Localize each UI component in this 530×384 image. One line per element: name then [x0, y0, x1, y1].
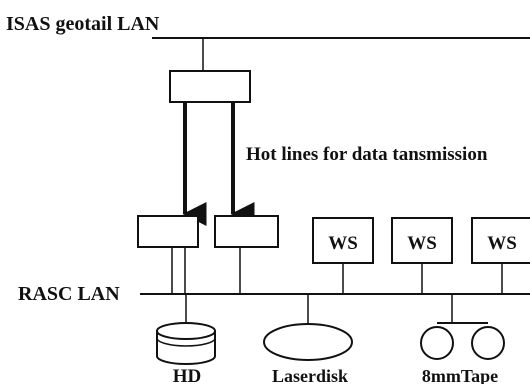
workstation-label: WS — [407, 233, 437, 254]
workstation-label: WS — [487, 233, 517, 254]
gateway-box — [169, 70, 251, 103]
workstation-1: WS — [312, 217, 374, 294]
hd-cylinder-top — [156, 322, 216, 340]
workstation-2: WS — [391, 217, 453, 294]
laserdisk-icon — [263, 323, 353, 361]
rasc-lan-label: RASC LAN — [18, 283, 120, 305]
tape-device: 8mmTape — [420, 294, 505, 384]
isas-geotail-lan-label: ISAS geotail LAN — [6, 13, 160, 35]
tape-label: 8mmTape — [422, 366, 498, 384]
receiver-box-2 — [214, 215, 279, 248]
workstation-3: WS — [471, 217, 530, 294]
hot-lines-label: Hot lines for data tansmission — [246, 144, 488, 165]
hd-device: HD — [156, 294, 216, 384]
laserdisk-device: Laserdisk — [263, 294, 353, 384]
receiver-box-1 — [137, 215, 199, 248]
hd-cylinder-inner — [156, 337, 216, 347]
hd-cylinder-icon — [156, 331, 216, 365]
laserdisk-label: Laserdisk — [272, 366, 348, 384]
workstation-label: WS — [328, 233, 358, 254]
hd-label: HD — [173, 366, 202, 384]
tape-reel-left-icon — [420, 326, 454, 360]
tape-reel-right-icon — [471, 326, 505, 360]
